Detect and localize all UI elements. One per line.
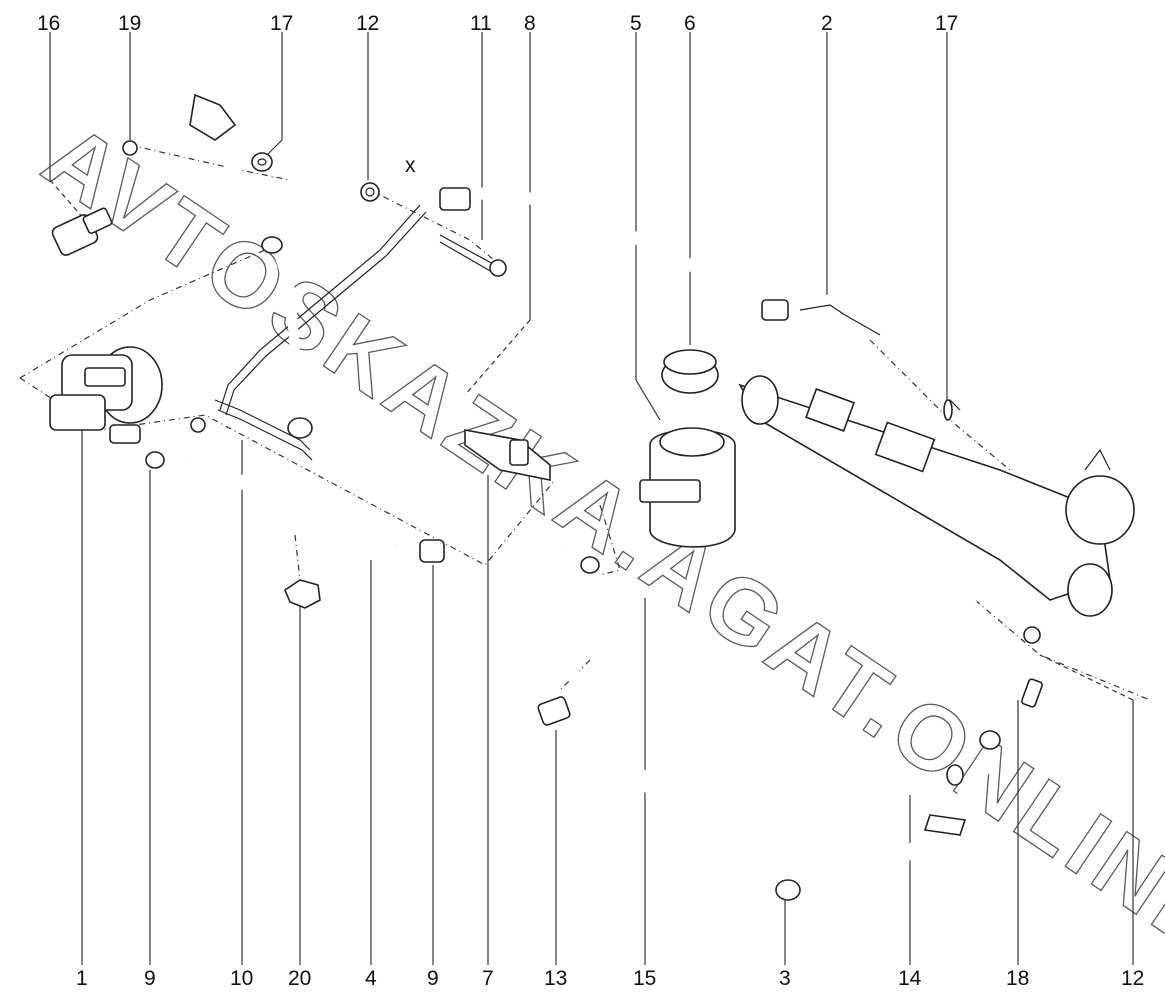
callout-9-b: 9	[427, 967, 439, 990]
top-leaders	[49, 32, 948, 421]
washer-17	[251, 152, 273, 172]
clamp-15	[580, 556, 600, 574]
callout-13: 13	[544, 967, 567, 990]
callout-19: 19	[118, 12, 141, 35]
callout-16: 16	[37, 12, 60, 35]
callout-7: 7	[482, 967, 494, 990]
callout-15: 15	[633, 967, 656, 990]
hose-clamp-9	[419, 539, 445, 563]
pressure-switch	[51, 207, 113, 256]
suction-hose	[187, 455, 445, 563]
nut-12: x	[360, 154, 416, 202]
hose-clamp	[979, 730, 1001, 750]
nut-12-right	[1023, 626, 1041, 644]
callout-17-right: 17	[935, 12, 958, 35]
callout-6: 6	[684, 12, 696, 35]
power-steering-pump	[49, 346, 163, 444]
fluid-reservoir	[639, 427, 736, 548]
callout-10: 10	[230, 967, 253, 990]
oring-17-right	[943, 399, 953, 421]
steering-rack	[738, 375, 1135, 617]
callout-3: 3	[779, 967, 791, 990]
callout-14: 14	[898, 967, 922, 990]
callout-11: 11	[470, 12, 492, 35]
callout-20: 20	[288, 967, 311, 990]
callout-4: 4	[365, 967, 377, 990]
bracket-14	[923, 764, 967, 836]
callout-1: 1	[76, 967, 88, 990]
hose-fitting	[761, 299, 789, 321]
callout-2: 2	[821, 12, 833, 35]
callout-17: 17	[270, 12, 293, 35]
callouts-top: 16 19 17 12 11 8 5 6 2 17	[37, 12, 958, 35]
fitting-13	[537, 696, 571, 726]
clip-20	[284, 579, 321, 609]
callout-9: 9	[144, 967, 156, 990]
callout-5: 5	[630, 12, 642, 35]
callout-12: 12	[356, 12, 379, 35]
callouts-bottom: 1 9 10 20 4 9 7 13 15 3 14 18 12	[76, 967, 1144, 990]
callout-8: 8	[524, 12, 536, 35]
small-mark: x	[405, 154, 416, 177]
bottom-leaders	[81, 420, 1134, 965]
hose-clamp	[775, 879, 801, 901]
clamp-9	[145, 451, 165, 469]
bolt-10	[190, 417, 206, 433]
pressure-pipe	[189, 93, 313, 461]
return-hose	[520, 537, 1001, 903]
callout-18: 18	[1006, 967, 1029, 990]
bracket-7	[464, 429, 551, 481]
callout-12-b: 12	[1121, 967, 1144, 990]
reservoir-cap	[661, 349, 719, 394]
bolt-19	[122, 140, 138, 156]
bolt-11	[439, 234, 507, 277]
clip-18	[1021, 678, 1043, 708]
hose-fitting	[439, 187, 471, 211]
